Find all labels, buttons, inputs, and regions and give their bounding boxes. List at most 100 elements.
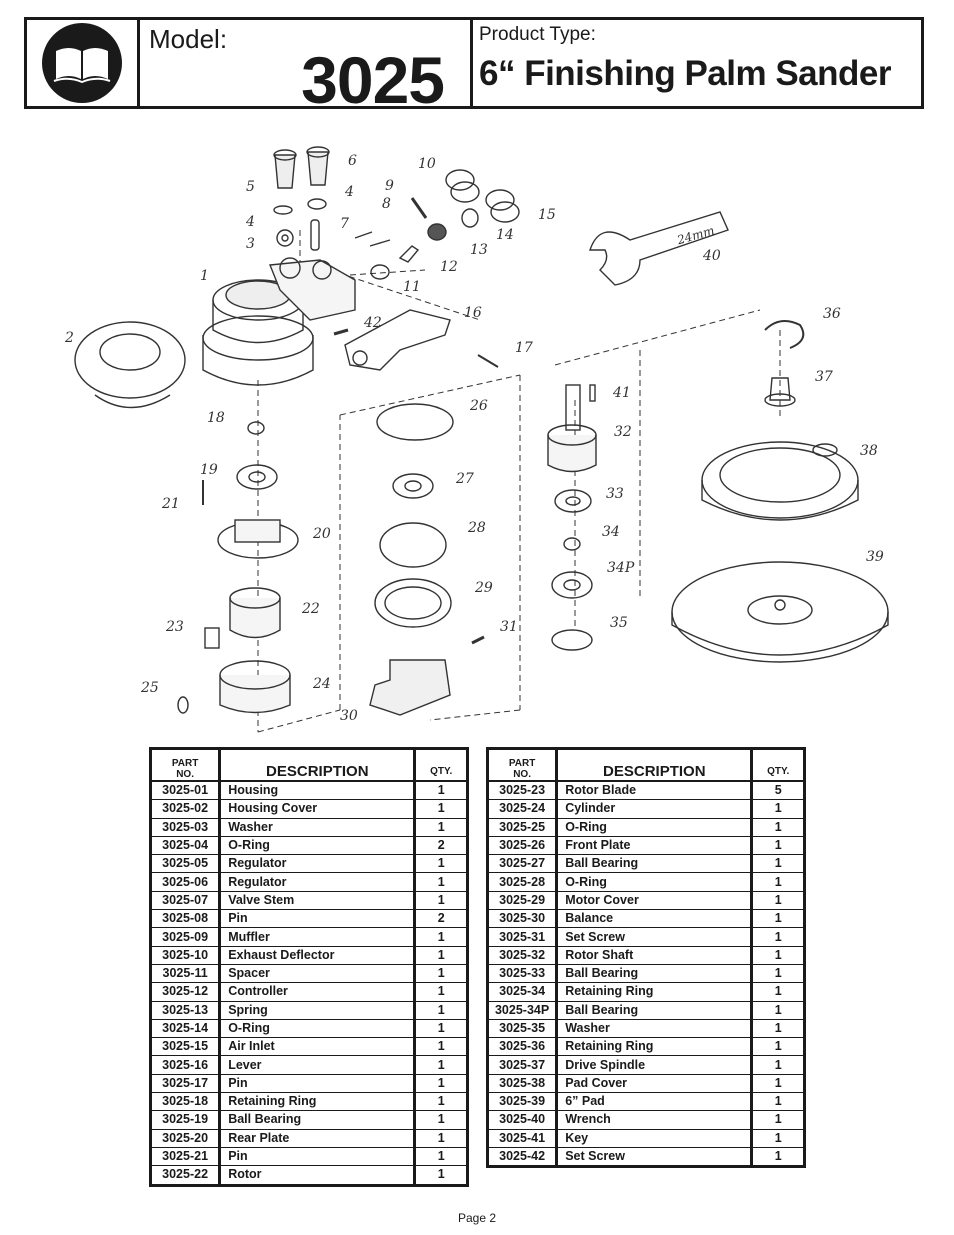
description-cell: Pin [219, 1073, 417, 1094]
part-number-cell: 3025-27 [486, 854, 559, 874]
qty-cell: 1 [751, 799, 805, 819]
part-number-cell: 3025-24 [486, 799, 559, 819]
svg-text:16: 16 [464, 305, 482, 321]
qty-cell: 1 [414, 1092, 468, 1112]
part-number-cell: 3025-39 [486, 1092, 559, 1112]
qty-cell: 1 [751, 1037, 805, 1057]
qty-cell: 1 [751, 854, 805, 874]
part-number-cell: 3025-02 [149, 799, 222, 819]
housing-cover-part [74, 321, 186, 409]
model-cell: Model: 3025 [140, 20, 473, 117]
part-number-cell: 3025-15 [149, 1037, 222, 1057]
svg-text:3: 3 [246, 236, 255, 252]
qty-cell: 1 [414, 890, 468, 911]
qty-cell: 1 [751, 1128, 805, 1148]
qty-cell: 1 [414, 1146, 468, 1167]
svg-text:24mm: 24mm [675, 223, 716, 247]
description-cell: Set Screw [556, 1146, 754, 1168]
svg-text:26: 26 [469, 398, 488, 414]
part-number-cell: 3025-01 [149, 780, 222, 801]
part-number-cell: 3025-37 [486, 1055, 559, 1075]
part-number-cell: 3025-16 [149, 1055, 222, 1075]
svg-text:27: 27 [455, 471, 474, 487]
qty-cell: 1 [751, 1055, 805, 1075]
col-qty: QTY. [414, 748, 468, 782]
description-cell: Retaining Ring [219, 1092, 417, 1112]
qty-cell: 1 [414, 872, 468, 892]
part-number-cell: 3025-20 [149, 1128, 222, 1148]
qty-cell: 1 [751, 1146, 805, 1168]
description-cell: Rotor Shaft [556, 945, 754, 965]
svg-text:34: 34 [602, 524, 620, 540]
svg-text:22: 22 [301, 601, 320, 617]
part-number-cell: 3025-13 [149, 1000, 222, 1020]
qty-cell: 1 [751, 1110, 805, 1130]
qty-cell: 1 [751, 872, 805, 892]
part-number-cell: 3025-34P [486, 1000, 559, 1020]
qty-cell: 1 [414, 799, 468, 819]
svg-text:40: 40 [702, 248, 721, 264]
part-number-cell: 3025-36 [486, 1037, 559, 1057]
part-number-cell: 3025-26 [486, 835, 559, 856]
part-number-cell: 3025-30 [486, 909, 559, 929]
qty-cell: 1 [751, 835, 805, 856]
parts-drawing: 1 2 3 4 4 5 6 7 8 9 10 11 12 13 14 15 16… [64, 146, 889, 733]
svg-text:33: 33 [606, 486, 624, 502]
qty-cell: 1 [414, 963, 468, 984]
description-cell: O-Ring [556, 817, 754, 837]
qty-cell: 1 [414, 1018, 468, 1039]
qty-cell: 1 [751, 927, 805, 947]
description-cell: Set Screw [556, 927, 754, 947]
svg-text:31: 31 [500, 619, 518, 635]
part-number-cell: 3025-38 [486, 1073, 559, 1094]
qty-cell: 1 [414, 1073, 468, 1094]
description-cell: Spring [219, 1000, 417, 1020]
qty-cell: 1 [751, 1000, 805, 1020]
qty-cell: 1 [751, 982, 805, 1002]
svg-text:4: 4 [245, 214, 255, 230]
part-number-cell: 3025-06 [149, 872, 222, 892]
svg-text:30: 30 [340, 708, 358, 724]
qty-cell: 1 [751, 890, 805, 911]
svg-text:14: 14 [496, 227, 514, 243]
description-cell: Exhaust Deflector [219, 945, 417, 965]
description-cell: Lever [219, 1055, 417, 1075]
svg-text:9: 9 [385, 178, 394, 194]
part-number-cell: 3025-23 [486, 780, 559, 801]
description-cell: O-Ring [219, 835, 417, 856]
qty-cell: 1 [414, 780, 468, 801]
description-cell: Spacer [219, 963, 417, 984]
svg-text:29: 29 [474, 580, 493, 596]
part-number-cell: 3025-18 [149, 1092, 222, 1112]
description-cell: O-Ring [556, 872, 754, 892]
svg-text:39: 39 [866, 549, 884, 565]
svg-text:24: 24 [312, 676, 331, 692]
part-number-cell: 3025-17 [149, 1073, 222, 1094]
description-cell: Key [556, 1128, 754, 1148]
svg-text:32: 32 [614, 424, 632, 440]
svg-text:18: 18 [207, 410, 225, 426]
svg-text:17: 17 [515, 340, 533, 356]
qty-cell: 1 [751, 817, 805, 837]
col-description: DESCRIPTION [219, 748, 417, 782]
qty-cell: 1 [414, 945, 468, 965]
svg-text:25: 25 [140, 680, 159, 696]
description-cell: Rear Plate [219, 1128, 417, 1148]
